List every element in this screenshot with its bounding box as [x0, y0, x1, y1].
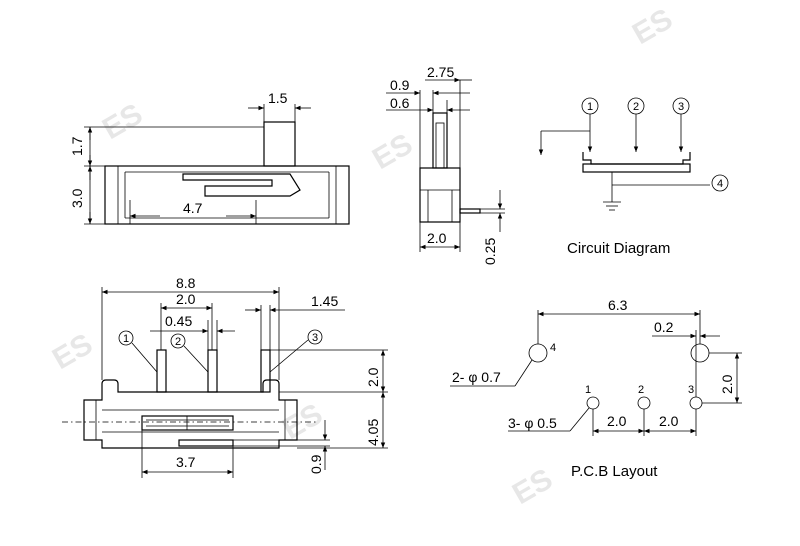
front-pin-3: 3 [312, 332, 318, 344]
dim-4-7: 4.7 [183, 200, 203, 216]
dim-2-0-front-v: 2.0 [365, 367, 381, 387]
dim-0-25: 0.25 [482, 238, 498, 265]
dim-8-8: 8.8 [176, 275, 196, 291]
front-pin-1-marker [118, 330, 134, 346]
pcb-hole-small-3 [689, 396, 703, 410]
watermark-logo: ES [47, 327, 98, 376]
dim-1-45: 1.45 [311, 293, 338, 309]
watermark-logo: ES [97, 97, 148, 146]
pin-3-lead [260, 349, 271, 393]
dim-2-75: 2.75 [427, 64, 454, 80]
switch-housing-bar [582, 163, 691, 173]
circuit-pin-2: 2 [633, 101, 639, 113]
front-actuator-window [141, 415, 234, 431]
pcb-hole-small-1 [586, 396, 600, 410]
circuit-pin-4-marker [711, 174, 729, 192]
side-terminal [459, 208, 481, 214]
dim-2-0-pcb-v: 2.0 [719, 374, 735, 394]
slider-lever [182, 173, 301, 197]
top-view: 1.5 1.7 3.0 4.7 [69, 90, 350, 225]
pcb-pin-3: 3 [688, 384, 694, 396]
dim-0-9: 0.9 [390, 77, 410, 93]
dim-2-0-pcb-a: 2.0 [607, 413, 627, 429]
dim-2-0-pcb-b: 2.0 [659, 413, 679, 429]
dim-0-2: 0.2 [654, 319, 674, 335]
dim-6-3: 6.3 [608, 297, 628, 313]
dim-2-0-side: 2.0 [427, 230, 447, 246]
front-pin-2: 2 [175, 336, 181, 348]
circuit-pin-3: 3 [678, 101, 684, 113]
watermark-logo: ES [627, 2, 678, 51]
dim-3-0: 3.0 [69, 188, 85, 208]
watermark-logo: ES [507, 462, 558, 511]
side-view: 0.9 2.75 0.6 2.0 0.25 [386, 64, 505, 265]
dim-0-6: 0.6 [390, 95, 410, 111]
housing-outline [104, 165, 350, 225]
front-pin-2-marker [170, 333, 186, 349]
front-bottom-tab [178, 439, 234, 447]
circuit-pin-4: 4 [717, 178, 723, 190]
front-housing [83, 379, 298, 449]
pin-2-lead [207, 349, 218, 393]
pcb-pin-2: 2 [638, 384, 644, 396]
dim-0-9-front: 0.9 [308, 454, 324, 474]
front-pin-1: 1 [123, 333, 129, 345]
circuit-title: Circuit Diagram [567, 240, 670, 257]
pcb-title: P.C.B Layout [571, 463, 658, 480]
dim-3-7: 3.7 [176, 454, 196, 470]
hole-spec-small: 3- φ 0.5 [508, 415, 557, 431]
pcb-hole-small-2 [637, 396, 651, 410]
front-pin-3-marker [307, 329, 323, 345]
watermark-logo: ES [367, 127, 418, 176]
actuator-knob [263, 121, 296, 167]
side-knob [432, 112, 448, 169]
dim-2-0-front: 2.0 [176, 291, 196, 307]
dim-1-7: 1.7 [69, 136, 85, 156]
pcb-hole-large-4 [528, 343, 548, 363]
pcb-layout: 4 1 2 3 6.3 0.2 2.0 2.0 2.0 2- φ 0.7 [450, 297, 742, 480]
switch-contact-bar [582, 152, 691, 165]
pcb-pin-1: 1 [585, 384, 591, 396]
circuit-diagram: 1 2 3 4 Circuit Diagram [538, 97, 729, 257]
circuit-pin-1: 1 [587, 101, 593, 113]
dim-0-45: 0.45 [165, 313, 192, 329]
dim-4-05: 4.05 [365, 419, 381, 446]
pcb-hole-large-5 [690, 343, 710, 363]
front-view: 1 2 3 8.8 2.0 0.45 1.45 [62, 275, 388, 478]
hole-spec-large: 2- φ 0.7 [452, 369, 501, 385]
side-body [419, 167, 461, 223]
pin-1-lead [156, 349, 167, 393]
pcb-pin-4: 4 [550, 342, 556, 354]
dim-1-5: 1.5 [268, 90, 288, 106]
